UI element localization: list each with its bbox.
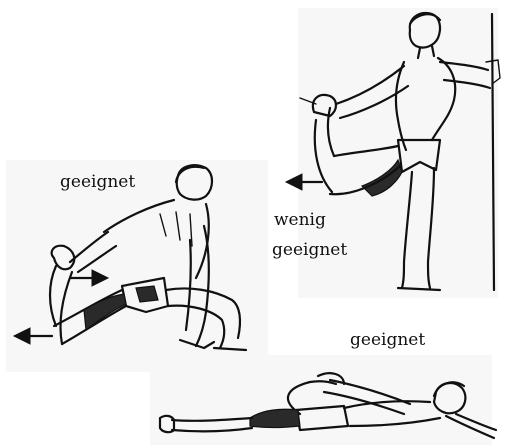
label-prone-geeignet: geeignet — [350, 330, 425, 350]
label-standing-geeignet: geeignet — [272, 240, 347, 260]
label-standing-wenig: wenig — [274, 210, 326, 230]
label-lunge-geeignet: geeignet — [60, 172, 135, 192]
panel-lunge-background — [6, 160, 268, 372]
